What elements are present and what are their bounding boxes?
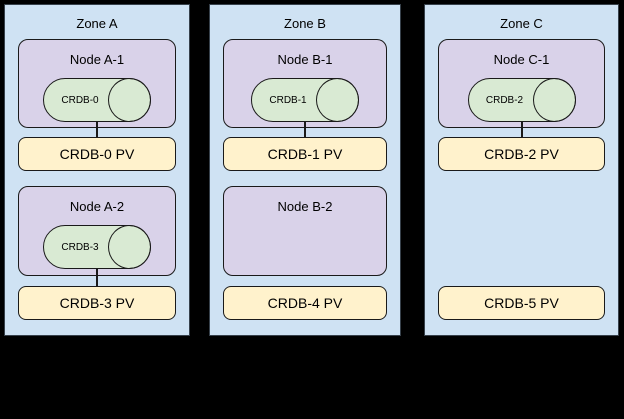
node-a-1: Node A-1 CRDB-0 — [18, 39, 176, 128]
node-a-2-title: Node A-2 — [69, 199, 125, 214]
pod-to-pv-line — [96, 269, 98, 275]
node-c-1: Node C-1 CRDB-2 — [438, 39, 605, 128]
zone-c: Zone C Node C-1 CRDB-2 CRDB-2 PV CRDB-5 … — [424, 4, 619, 336]
crdb-0-pod-label: CRDB-0 — [61, 94, 99, 106]
cylinder-cap — [108, 225, 151, 269]
crdb-1-pv-box: CRDB-1 PV — [223, 137, 387, 171]
crdb-1-pod-label: CRDB-1 — [269, 94, 307, 106]
crdb-0-pod-cylinder: CRDB-0 — [43, 78, 151, 122]
pod-to-pv-line — [304, 122, 306, 127]
zone-a-title: Zone A — [76, 16, 118, 31]
cylinder-cap — [108, 78, 151, 122]
node-b-2: Node B-2 — [223, 186, 387, 276]
crdb-3-pv-box: CRDB-3 PV — [18, 286, 176, 320]
zone-a: Zone A Node A-1 CRDB-0 CRDB-0 PV Node A-… — [4, 4, 190, 336]
crdb-5-pv-box: CRDB-5 PV — [438, 286, 605, 320]
pod-to-pv-line — [304, 128, 306, 137]
crdb-1-pod-cylinder: CRDB-1 — [251, 78, 359, 122]
zone-b: Zone B Node B-1 CRDB-1 CRDB-1 PV Node B-… — [209, 4, 401, 336]
node-b-2-title: Node B-2 — [277, 199, 333, 214]
node-b-1-title: Node B-1 — [277, 52, 333, 67]
pod-to-pv-line — [520, 128, 523, 137]
crdb-3-pod-cylinder: CRDB-3 — [43, 225, 151, 269]
zone-b-title: Zone B — [284, 16, 326, 31]
crdb-0-pv-box: CRDB-0 PV — [18, 137, 176, 171]
cylinder-cap — [532, 78, 576, 122]
node-a-1-title: Node A-1 — [69, 52, 125, 67]
pod-to-pv-line — [96, 128, 98, 137]
cylinder-cap — [316, 78, 359, 122]
crdb-2-pod-cylinder: CRDB-2 — [467, 78, 576, 122]
zone-c-title: Zone C — [500, 16, 543, 31]
node-a-2: Node A-2 CRDB-3 — [18, 186, 176, 276]
pod-to-pv-line — [96, 276, 98, 286]
pod-to-pv-line — [96, 122, 98, 127]
crdb-2-pod-label: CRDB-2 — [485, 94, 524, 106]
node-b-1: Node B-1 CRDB-1 — [223, 39, 387, 128]
pod-to-pv-line — [520, 122, 523, 127]
crdb-3-pod-label: CRDB-3 — [61, 241, 99, 253]
crdb-2-pv-box: CRDB-2 PV — [438, 137, 605, 171]
node-c-1-title: Node C-1 — [493, 52, 550, 67]
crdb-4-pv-box: CRDB-4 PV — [223, 286, 387, 320]
